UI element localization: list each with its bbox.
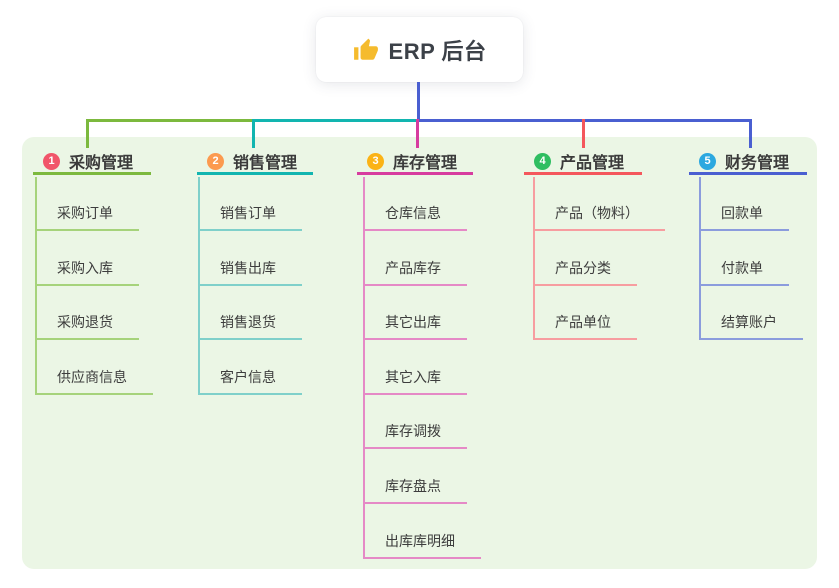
child-node[interactable]: 产品库存 [363,258,467,286]
branch-title: 销售管理 [233,155,298,172]
child-node-label: 产品分类 [555,259,611,276]
child-node[interactable]: 其它出库 [363,312,467,341]
root-node[interactable]: ERP 后台 [316,17,523,82]
child-node-label: 销售订单 [220,205,276,221]
child-node-label: 库存调拨 [385,423,441,440]
branch-title: 产品管理 [560,155,625,172]
child-node-label: 采购退货 [57,314,113,331]
child-node[interactable]: 采购订单 [35,203,139,231]
child-node[interactable]: 库存调拨 [363,421,467,450]
root-node-label: ERP 后台 [388,38,487,64]
connector-bus-left [86,119,252,122]
branch-drop-connector [252,119,255,148]
branch-drop-connector [86,119,89,148]
branch-number-badge: 4 [534,152,551,170]
branch-drop-connector [416,119,419,148]
child-node[interactable]: 出库库明细 [363,531,481,559]
child-node-label: 回款单 [721,205,763,221]
branch-title: 库存管理 [393,155,458,172]
branch-connector-line [699,177,701,340]
child-node-label: 出库库明细 [385,532,455,549]
connector-stem [417,82,420,119]
branch-node[interactable]: 4 产品管理 [524,150,642,175]
child-node-label: 仓库信息 [385,205,441,221]
branch-number-badge: 3 [367,152,384,170]
child-node-label: 销售退货 [220,314,276,331]
child-node[interactable]: 供应商信息 [35,367,153,395]
child-node[interactable]: 销售出库 [198,258,302,286]
branch-number-badge: 2 [207,152,224,170]
branch-node[interactable]: 1 采购管理 [33,150,151,175]
child-node[interactable]: 产品（物料） [533,203,665,231]
child-node[interactable]: 付款单 [699,258,789,286]
child-node[interactable]: 回款单 [699,203,789,231]
branch-drop-connector [582,119,585,148]
thumbs-up-icon [353,38,378,60]
connector-bus-mid [252,119,417,122]
child-node[interactable]: 库存盘点 [363,476,467,504]
branch-node[interactable]: 3 库存管理 [357,150,473,175]
child-node-label: 产品（物料） [555,205,639,221]
branch-node[interactable]: 2 销售管理 [197,150,313,175]
child-node-label: 其它出库 [385,314,441,331]
child-node[interactable]: 结算账户 [699,312,803,341]
branch-connector-line [363,177,365,558]
branches-panel [22,137,817,569]
child-node-label: 付款单 [721,259,763,276]
child-node-label: 结算账户 [721,314,777,331]
child-node-label: 销售出库 [220,259,276,276]
child-node[interactable]: 销售退货 [198,312,302,341]
child-node-label: 采购订单 [57,205,113,221]
branch-drop-connector [749,119,752,148]
branch-number-badge: 5 [699,152,716,170]
child-node-label: 其它入库 [385,368,441,385]
branch-title: 采购管理 [69,155,134,172]
child-node[interactable]: 产品分类 [533,258,637,286]
child-node[interactable]: 客户信息 [198,367,302,395]
child-node[interactable]: 产品单位 [533,312,637,341]
child-node[interactable]: 采购退货 [35,312,139,341]
child-node-label: 产品单位 [555,314,611,331]
branch-node[interactable]: 5 财务管理 [689,150,807,175]
child-node-label: 产品库存 [385,259,441,276]
child-node-label: 供应商信息 [57,368,127,385]
child-node[interactable]: 仓库信息 [363,203,467,231]
branch-number-badge: 1 [43,152,60,170]
child-node-label: 客户信息 [220,368,276,385]
branch-title: 财务管理 [725,155,790,172]
child-node[interactable]: 销售订单 [198,203,302,231]
child-node-label: 库存盘点 [385,478,441,494]
child-node[interactable]: 采购入库 [35,258,139,286]
child-node-label: 采购入库 [57,259,113,276]
branch-connector-line [533,177,535,340]
child-node[interactable]: 其它入库 [363,367,467,395]
